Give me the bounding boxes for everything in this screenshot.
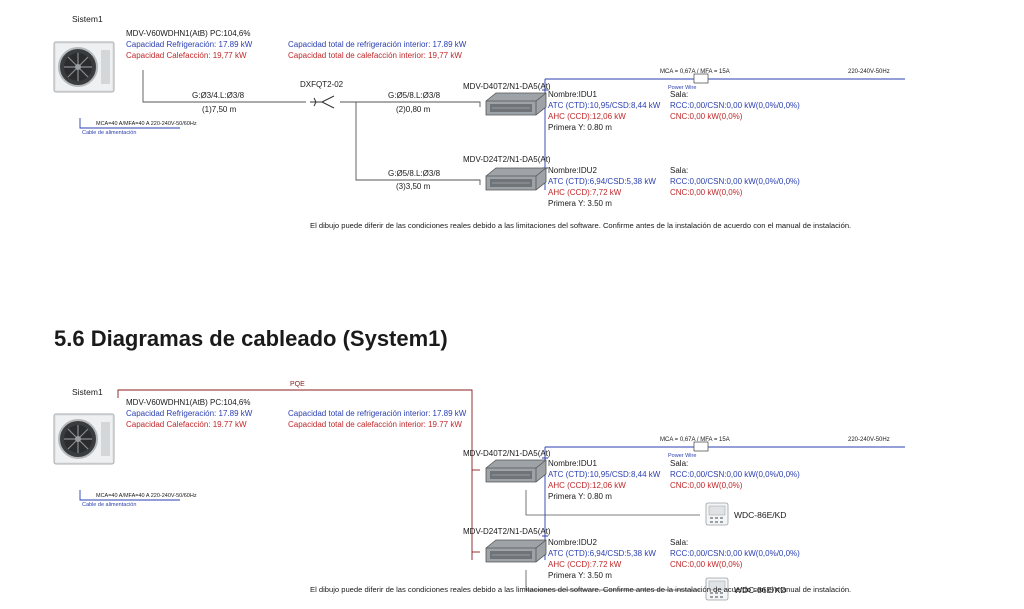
bottom-idu2-atc: ATC (CTD):6,94/CSD:5,38 kW [548,549,656,558]
top-cap-total-refrig: Capacidad total de refrigeración interio… [288,40,467,49]
top-idu2-cnc: CNC:0,00 kW(0,0%) [670,188,743,197]
top-power-idu: 220-240V-50Hz [848,69,890,75]
top-idu2-sala: Sala: [670,166,688,175]
top-cap-total-calef: Capacidad total de calefacción interior:… [288,51,462,60]
bottom-idu1-primera: Primera Y: 0.80 m [548,492,612,501]
top-pipe-main: G:Ø3/4.L:Ø3/8 [192,91,245,100]
bottom-controller1-label: WDC-86E/KD [734,510,786,520]
bottom-idu2-icon [485,539,547,563]
bottom-idu2-name: Nombre:IDU2 [548,538,597,547]
bottom-cap-refrig: Capacidad Refrigeración: 17.89 kW [126,409,253,418]
top-pipe-1-len: (2)0,80 m [396,105,431,114]
top-idu1-icon [485,92,547,116]
top-odu-cable [79,118,180,129]
bottom-outdoor-unit-icon [53,413,115,465]
top-idu2-rcc: RCC:0,00/CSN:0,00 kW(0,0%/0,0%) [670,177,800,186]
top-idu1-cnc: CNC:0,00 kW(0,0%) [670,112,743,121]
top-branch-joint-icon [310,95,335,109]
top-idu2-primera: Primera Y: 3.50 m [548,199,612,208]
top-idu2-ahc: AHC (CCD):7,72 kW [548,188,622,197]
bottom-idu1-atc: ATC (CTD):10,95/CSD:8,44 kW [548,470,661,479]
top-idu2-atc: ATC (CTD):6,94/CSD:5,38 kW [548,177,656,186]
top-piping [142,70,481,185]
top-pipe-2: G:Ø5/8.L:Ø3/8 [388,169,441,178]
top-odu-model: MDV-V60WDHN1(AtB) PC:104,6% [126,29,250,38]
top-idu2-name: Nombre:IDU2 [548,166,597,175]
top-idu1-primera: Primera Y: 0.80 m [548,123,612,132]
top-idu1-name: Nombre:IDU1 [548,90,597,99]
bottom-idu1-model: MDV-D40T2/N1-DA5(At) [463,449,551,458]
top-pipe-2-len: (3)3,50 m [396,182,431,191]
bottom-idu2-model: MDV-D24T2/N1-DA5(At) [463,527,551,536]
top-cable-label: Cable de alimentación [82,130,136,136]
bottom-pqe-wiring [117,389,480,560]
bottom-idu1-name: Nombre:IDU1 [548,459,597,468]
section-heading: 5.6 Diagramas de cableado (System1) [54,326,448,351]
top-pipe-1: G:Ø5/8.L:Ø3/8 [388,91,441,100]
bottom-power-wire: Power Wire [668,453,696,459]
top-cap-refrig: Capacidad Refrigeración: 17.89 kW [126,40,253,49]
top-branch-name: DXFQT2-02 [300,80,344,89]
top-mca-idu: MCA = 0,67A / MFA = 15A [660,69,730,75]
top-pipe-main-len: (1)7,50 m [202,105,237,114]
bottom-idu2-primera: Primera Y: 3.50 m [548,571,612,580]
top-idu1-model: MDV-D40T2/N1-DA5(At) [463,82,551,91]
top-idu1-ahc: AHC (CCD):12,06 kW [548,112,626,121]
top-idu2-icon [485,167,547,191]
top-idu1-sala: Sala: [670,90,688,99]
bottom-idu1-sala: Sala: [670,459,688,468]
bottom-idu2-ahc: AHC (CCD):7.72 kW [548,560,622,569]
bottom-controller1-icon [705,502,729,526]
top-idu1-atc: ATC (CTD):10,95/CSD:8,44 kW [548,101,661,110]
bottom-pqe-label: PQE [290,381,305,388]
top-outdoor-unit-icon [53,41,115,93]
top-idu2-model: MDV-D24T2/N1-DA5(At) [463,155,551,164]
top-breaker-icon [693,73,709,84]
bottom-system-label: Sistem1 [72,387,103,397]
top-power-wire: Power Wire [668,85,696,91]
bottom-controller-wiring [525,490,700,591]
bottom-controller2-label: WDC-86E/KD [734,585,786,595]
top-cap-calef: Capacidad Calefacción: 19,77 kW [126,51,247,60]
bottom-idu1-rcc: RCC:0,00/CSN:0,00 kW(0,0%/0,0%) [670,470,800,479]
bottom-odu-cable [79,490,180,501]
top-system-label: Sistem1 [72,14,103,24]
bottom-cap-total-calef: Capacidad total de calefacción interior:… [288,420,462,429]
bottom-disclaimer: El dibujo puede diferir de las condicion… [310,585,851,594]
bottom-idu1-ahc: AHC (CCD):12,06 kW [548,481,626,490]
top-diagram: Sistem1 MDV-V60WDHN1(AtB) PC:104,6% Capa… [53,14,905,230]
bottom-idu2-cnc: CNC:0,00 kW(0,0%) [670,560,743,569]
bottom-odu-model: MDV-V60WDHN1(AtB) PC:104,6% [126,398,250,407]
bottom-idu2-sala: Sala: [670,538,688,547]
bottom-cable-label: Cable de alimentación [82,502,136,508]
bottom-cap-calef: Capacidad Calefacción: 19.77 kW [126,420,247,429]
top-idu1-rcc: RCC:0,00/CSN:0,00 kW(0,0%/0,0%) [670,101,800,110]
bottom-power-idu: 220-240V-50Hz [848,437,890,443]
bottom-idu2-rcc: RCC:0,00/CSN:0,00 kW(0,0%/0,0%) [670,549,800,558]
top-mca-odu: MCA=40 A/MFA=40 A 220-240V-50/60Hz [96,121,197,127]
bottom-idu1-cnc: CNC:0,00 kW(0,0%) [670,481,743,490]
bottom-diagram: Sistem1 MDV-V60WDHN1(AtB) PC:104,6% Capa… [53,381,905,601]
top-disclaimer: El dibujo puede diferir de las condicion… [310,221,851,230]
bottom-idu1-icon [485,459,547,483]
bottom-breaker-icon [693,441,709,452]
bottom-mca-idu: MCA = 0,67A / MFA = 15A [660,437,730,443]
bottom-mca-odu: MCA=40 A/MFA=40 A 220-240V-50/60Hz [96,493,197,499]
bottom-cap-total-refrig: Capacidad total de refrigeración interio… [288,409,467,418]
